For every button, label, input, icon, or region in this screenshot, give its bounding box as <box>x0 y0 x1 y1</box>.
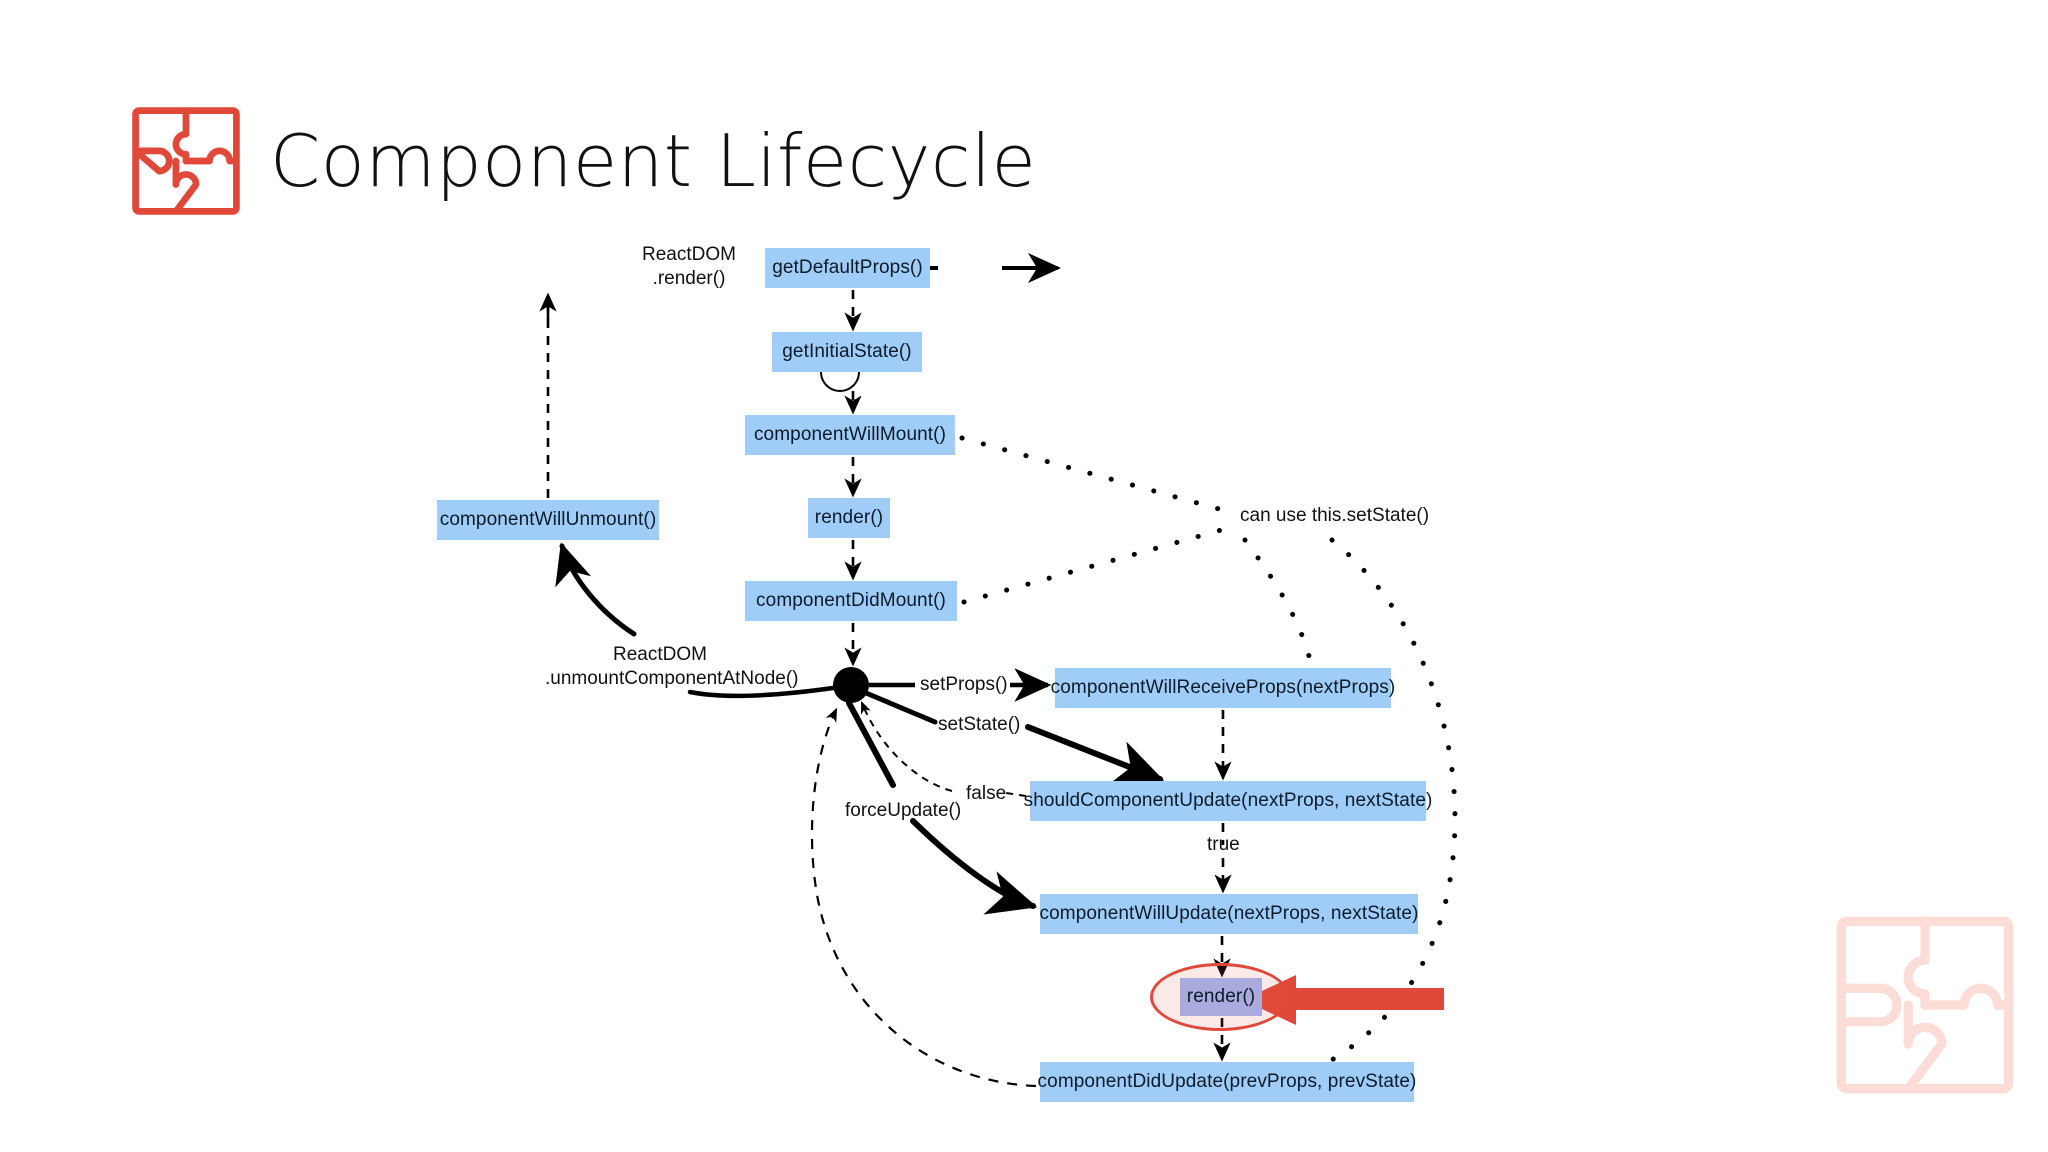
edge-hub-to-forceupdate-label <box>846 700 896 788</box>
edge-forceupdate-to-componentwillupdate <box>910 818 1038 915</box>
label-false-branch: false <box>966 783 1007 804</box>
label-true-branch: true <box>1207 834 1240 855</box>
dotted-cansetstate-arc-to-componentwillreceiveprops <box>1242 537 1313 663</box>
label-reactdom-unmount-line1: ReactDOM <box>613 644 707 665</box>
label-can-use-setstate: can use this.setState() <box>1240 505 1430 526</box>
node-shouldcomponentupdate[interactable]: shouldComponentUpdate(nextProps, nextSta… <box>1024 781 1432 821</box>
node-componentwillmount[interactable]: componentWillMount() <box>745 415 955 455</box>
label-reactdom-render-line1: ReactDOM <box>642 244 736 265</box>
node-render-mount[interactable]: render() <box>808 498 890 538</box>
node-componentdidupdate[interactable]: componentDidUpdate(prevProps, prevState) <box>1038 1062 1416 1102</box>
node-componentdidmount[interactable]: componentDidMount() <box>745 581 957 621</box>
node-getinitialstate[interactable]: getInitialState() <box>772 332 922 372</box>
node-render-update[interactable]: render() <box>1180 978 1262 1016</box>
node-getdefaultprops[interactable]: getDefaultProps() <box>765 248 930 288</box>
edge-componentdidupdate-to-hub <box>810 707 1037 1088</box>
puzzle-watermark-icon <box>1836 916 2014 1094</box>
edge-hub-to-setstate-label <box>863 690 938 725</box>
label-setstate: setState() <box>938 714 1021 735</box>
slide-header: Component Lifecycle <box>130 105 1036 217</box>
node-componentwillreceiveprops[interactable]: componentWillReceiveProps(nextProps) <box>1051 668 1395 708</box>
label-reactdom-unmount-line2: .unmountComponentAtNode() <box>545 667 799 689</box>
label-reactdom-render: ReactDOM .render() <box>630 243 748 291</box>
label-reactdom-unmount: ReactDOM .unmountComponentAtNode() <box>545 643 799 691</box>
label-setprops: setProps() <box>920 674 1008 695</box>
node-componentwillupdate[interactable]: componentWillUpdate(nextProps, nextState… <box>1040 894 1418 934</box>
edge-unmountatnode-to-componentwillunmount <box>555 542 637 637</box>
page-title: Component Lifecycle <box>270 119 1037 203</box>
dotted-componentwillmount-to-cansetstate <box>959 435 1233 515</box>
dotted-componentdidmount-to-cansetstate <box>961 524 1235 605</box>
lifecycle-hub-node <box>833 667 869 703</box>
node-componentwillunmount[interactable]: componentWillUnmount() <box>437 500 659 540</box>
puzzle-icon <box>132 107 240 215</box>
edge-setstate-to-shouldcomponentupdate <box>1025 724 1165 784</box>
label-forceupdate: forceUpdate() <box>845 800 962 821</box>
label-reactdom-render-line2: .render() <box>652 267 726 289</box>
